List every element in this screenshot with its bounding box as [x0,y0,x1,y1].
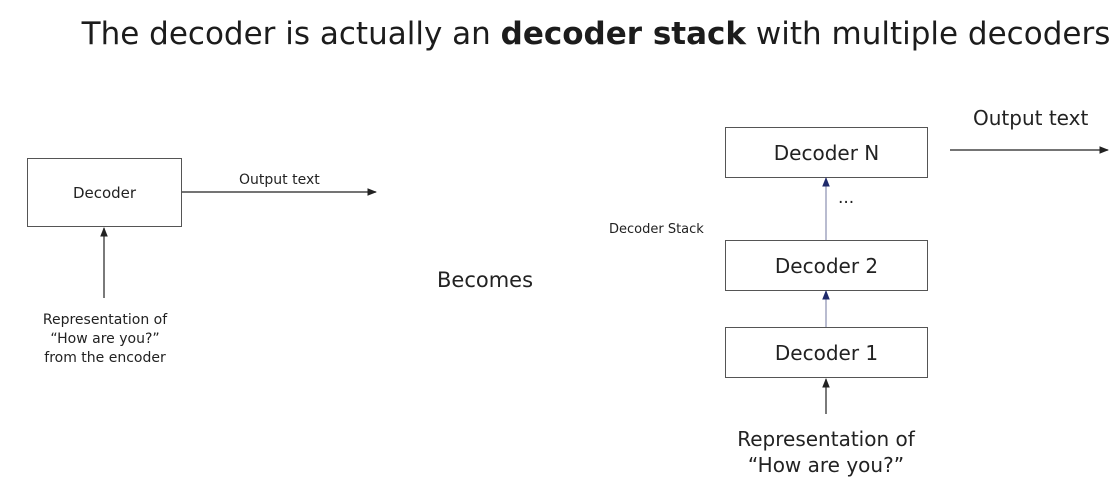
becomes-label: Becomes [437,268,534,292]
decoder-box: Decoder [27,158,182,227]
decoder-n-label: Decoder N [773,140,880,165]
right-input-line-1: Representation of [737,427,915,451]
right-output-text-label: Output text [973,106,1089,130]
decoder-1-label: Decoder 1 [774,340,879,365]
title-prefix: The decoder is actually an [81,16,501,52]
slide-title: The decoder is actually an decoder stack… [0,14,1120,54]
decoder-label: Decoder [72,183,137,202]
left-input-line-2: “How are you?” [50,331,160,347]
title-bold: decoder stack [500,16,747,52]
decoder-2-label: Decoder 2 [774,253,879,278]
right-input-label: Representation of “How are you?” [716,426,936,478]
ellipsis: ... [838,188,855,208]
left-input-label: Representation of “How are you?” from th… [20,311,190,368]
left-input-line-3: from the encoder [44,350,166,366]
decoder-stack-label: Decoder Stack [609,222,704,237]
decoder-1-box: Decoder 1 [725,327,928,378]
title-suffix: with multiple decoders [746,16,1111,52]
right-input-line-2: “How are you?” [747,453,905,477]
left-output-text-label: Output text [239,172,320,188]
left-input-line-1: Representation of [42,312,168,328]
decoder-2-box: Decoder 2 [725,240,928,291]
